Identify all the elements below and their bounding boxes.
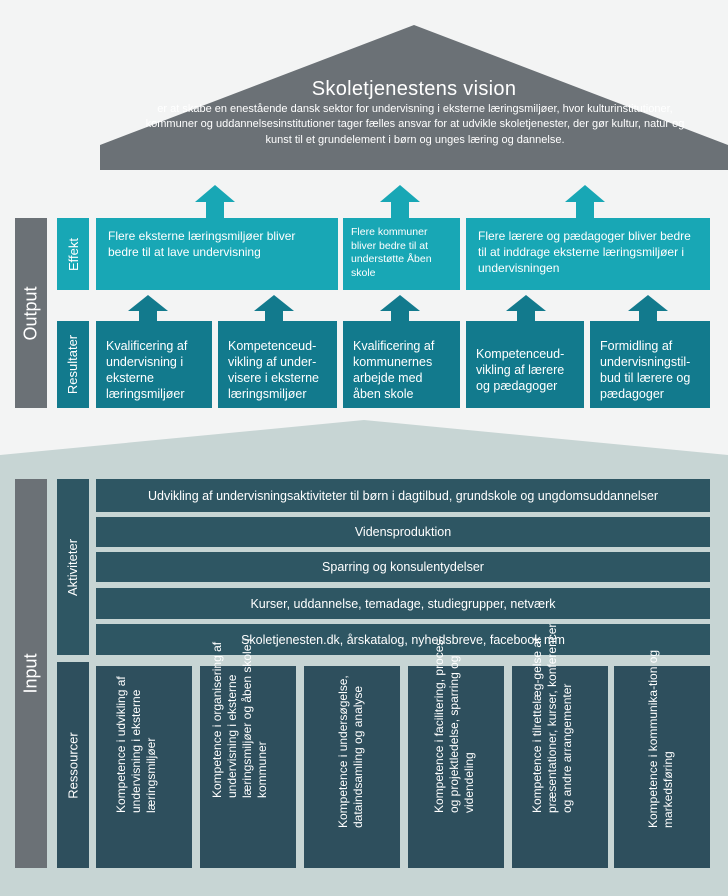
ressource-text: Kompetence i tilrettelæg-gelse af præsen… (530, 623, 574, 813)
arrow-up-icon (254, 295, 294, 321)
effekt-side-bar (57, 218, 89, 290)
aktivitet-bar: Vidensproduktion (96, 517, 710, 547)
arrow-up-icon (380, 185, 420, 218)
resultater-side-bar (57, 321, 89, 408)
input-label-text: Input (20, 653, 41, 694)
ressource-column: Kompetence i facilitering, proces- og pr… (408, 636, 504, 868)
ressource-text: Kompetence i facilitering, proces- og pr… (432, 635, 476, 813)
ressource-text: Kompetence i undersøgelse, dataindsamlin… (336, 675, 365, 828)
arrow-up-icon (128, 295, 168, 321)
ressourcer-label-text: Ressourcer (65, 731, 81, 799)
ressource-text: Kompetence i organisering af undervisnin… (210, 638, 269, 798)
resultat-box: Kompetenceud-vikling af under-visere i e… (218, 321, 337, 408)
effekt-box: Flere eksterne læringsmiljøer bliver bed… (96, 218, 338, 290)
arrow-up-icon (195, 185, 235, 218)
effekt-box: Flere kommuner bliver bedre til at under… (343, 218, 460, 290)
vision-title: Skoletjenestens vision (311, 78, 517, 100)
ressource-column: Kompetence i kommunika-tion og markedsfø… (614, 650, 710, 868)
resultat-box: Kompetenceud-vikling af lærere og pædago… (466, 321, 584, 408)
ressourcer-label: Ressourcer (57, 662, 89, 868)
resultat-box: Kvalificering af undervisning i eksterne… (96, 321, 212, 408)
arrow-up-icon (628, 295, 668, 321)
aktiviteter-label-text: Aktiviteter (65, 538, 81, 596)
ressourcer-side-bar (57, 662, 89, 868)
effekt-box: Flere lærere og pædagoger bliver bedre t… (466, 218, 710, 290)
resultater-label: Resultater (57, 321, 89, 408)
resultat-box: Formidling af undervisningstil-bud til l… (590, 321, 710, 408)
input-side-bar (15, 479, 47, 868)
aktivitet-bar: Kurser, uddannelse, temadage, studiegrup… (96, 588, 710, 619)
input-label: Input (15, 479, 47, 868)
effekt-label-text: Effekt (65, 237, 81, 271)
vision-text: er at skabe en enestående dansk sektor f… (145, 103, 685, 146)
ressource-column: Kompetence i organisering af undervisnin… (200, 639, 296, 868)
aktiviteter-side-bar (57, 479, 89, 655)
ressource-text: Kompetence i kommunika-tion og markedsfø… (646, 649, 675, 828)
aktiviteter-label: Aktiviteter (57, 479, 89, 655)
ressource-text: Kompetence i udvikling af undervisning i… (114, 676, 158, 813)
output-label-text: Output (20, 285, 41, 341)
vision-roof (100, 25, 728, 170)
resultater-label-text: Resultater (65, 334, 81, 395)
output-label: Output (15, 218, 47, 408)
arrow-up-icon (506, 295, 546, 321)
arrow-up-icon (380, 295, 420, 321)
ressource-column: Kompetence i udvikling af undervisning i… (96, 666, 192, 868)
aktivitet-bar: Udvikling af undervisningsaktiviteter ti… (96, 479, 710, 512)
aktivitet-bar: Sparring og konsulentydelser (96, 552, 710, 582)
resultat-box: Kvalificering af kommunernes arbejde med… (343, 321, 460, 408)
aktivitet-bar: Skoletjenesten.dk, årskatalog, nyhedsbre… (96, 624, 710, 655)
arrow-up-icon (565, 185, 605, 218)
ressource-column: Kompetence i undersøgelse, dataindsamlin… (304, 666, 400, 868)
output-side-bar (15, 218, 47, 408)
effekt-label: Effekt (57, 218, 89, 290)
ressource-column: Kompetence i tilrettelæg-gelse af præsen… (512, 624, 608, 868)
